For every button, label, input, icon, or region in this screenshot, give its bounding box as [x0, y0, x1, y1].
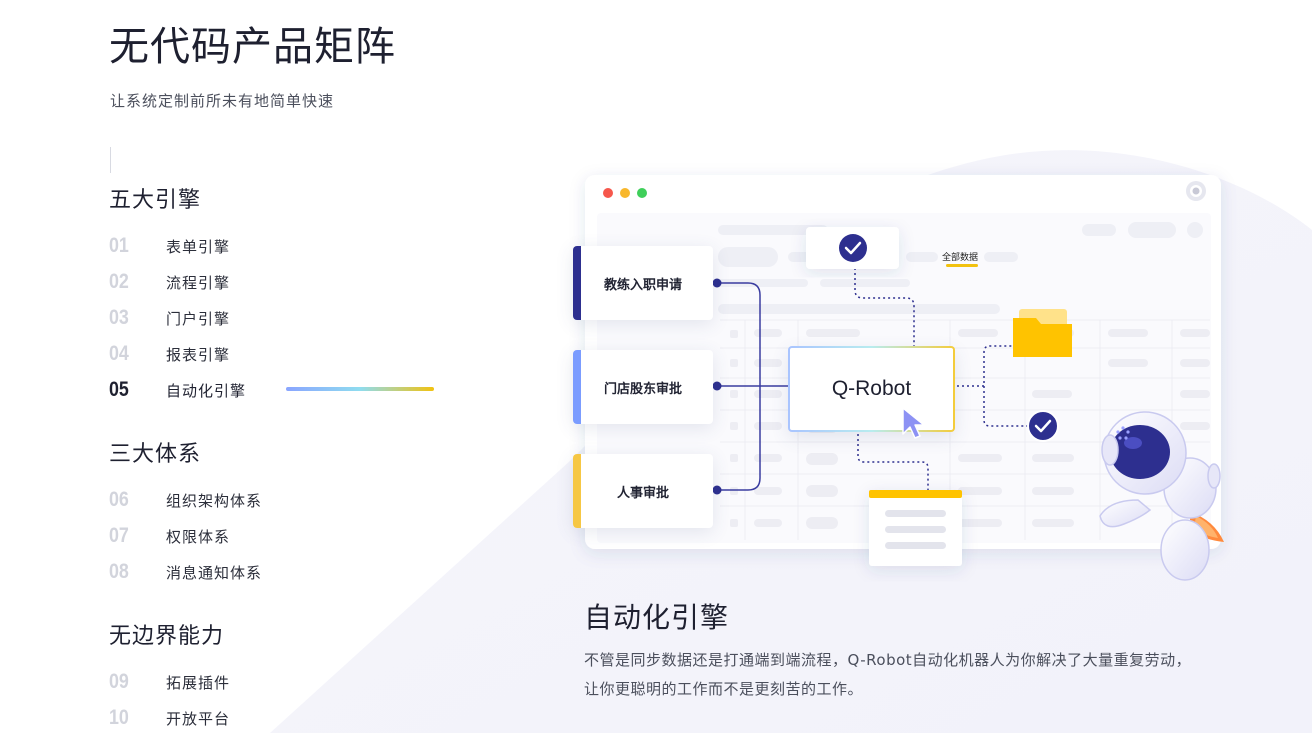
folder-icon	[1013, 309, 1072, 357]
flow-card-hr-approval: 人事审批	[573, 454, 713, 528]
item-label: 消息通知体系	[166, 563, 263, 582]
nav-item-report-engine[interactable]: 04 报表引擎	[109, 341, 230, 367]
q-robot-node: Q-Robot	[788, 346, 955, 432]
item-number: 07	[109, 524, 129, 547]
group-title-capabilities: 无边界能力	[109, 624, 225, 649]
item-label: 自动化引擎	[166, 381, 247, 400]
nav-item-plugins[interactable]: 09 拓展插件	[109, 669, 230, 695]
flow-card-store-approval: 门店股东审批	[573, 350, 713, 424]
card-label: 教练入职申请	[603, 277, 682, 293]
item-number: 08	[109, 560, 129, 583]
nav-item-form-engine[interactable]: 01 表单引擎	[109, 233, 230, 259]
divider	[110, 147, 111, 173]
item-label: 权限体系	[166, 527, 231, 546]
tab-underline	[946, 264, 978, 267]
tab-all-data: 全部数据	[942, 253, 979, 263]
item-label: 组织架构体系	[166, 491, 263, 510]
page-subtitle: 让系统定制前所未有地简单快速	[110, 92, 335, 110]
item-number: 09	[109, 670, 129, 693]
nav-item-open-platform[interactable]: 10 开放平台	[109, 705, 230, 731]
card-label: 人事审批	[616, 485, 669, 501]
document-icon	[869, 490, 962, 566]
window-close-dot	[603, 188, 613, 198]
item-number: 05	[109, 378, 129, 401]
check-circle-icon	[1027, 410, 1059, 442]
item-label: 拓展插件	[166, 673, 231, 692]
item-number: 10	[109, 706, 129, 729]
window-minimize-dot	[620, 188, 630, 198]
flow-card-coach-onboarding: 教练入职申请	[573, 246, 713, 320]
item-number: 01	[109, 234, 129, 257]
nav-item-flow-engine[interactable]: 02 流程引擎	[109, 269, 230, 295]
nav-item-notification-system[interactable]: 08 消息通知体系	[109, 559, 262, 585]
item-number: 06	[109, 488, 129, 511]
cursor-icon	[902, 407, 925, 439]
card-accent	[573, 350, 581, 424]
item-number: 02	[109, 270, 129, 293]
active-indicator-bar	[286, 387, 434, 391]
card-accent	[573, 454, 581, 528]
item-label: 流程引擎	[166, 273, 231, 292]
page-title: 无代码产品矩阵	[109, 24, 396, 70]
nav-item-permission-system[interactable]: 07 权限体系	[109, 523, 230, 549]
nav-item-portal-engine[interactable]: 03 门户引擎	[109, 305, 230, 331]
nav-item-org-system[interactable]: 06 组织架构体系	[109, 487, 262, 513]
section-description: 不管是同步数据还是打通端到端流程，Q-Robot自动化机器人为你解决了大量重复劳…	[584, 651, 1192, 698]
section-title: 自动化引擎	[584, 601, 730, 634]
group-title-engines: 五大引擎	[109, 188, 202, 213]
group-title-systems: 三大体系	[109, 442, 202, 467]
window-maximize-dot	[637, 188, 647, 198]
check-circle-icon	[806, 227, 899, 269]
eye-icon	[1186, 181, 1206, 201]
item-label: 门户引擎	[166, 309, 231, 328]
item-label: 表单引擎	[166, 237, 231, 256]
robot-mascot	[1099, 411, 1224, 581]
item-label: 报表引擎	[166, 345, 231, 364]
nav-item-automation-engine[interactable]: 05 自动化引擎	[109, 377, 246, 403]
item-label: 开放平台	[166, 709, 231, 728]
card-label: 门店股东审批	[603, 381, 682, 397]
item-number: 03	[109, 306, 129, 329]
item-number: 04	[109, 342, 129, 365]
card-accent	[573, 246, 581, 320]
